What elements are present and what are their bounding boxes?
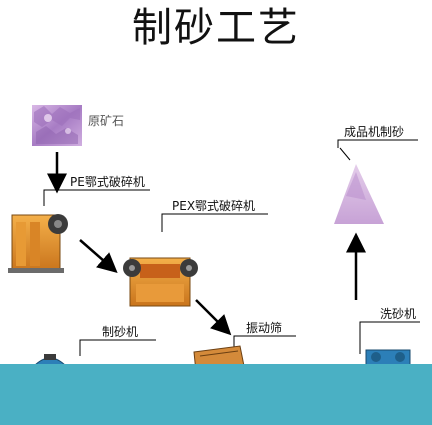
washer-label-line xyxy=(359,321,420,354)
sand-washer-label: 洗砂机 xyxy=(380,307,417,321)
sand-maker-label-line xyxy=(79,339,156,356)
sand-washer-image xyxy=(365,349,411,369)
sand-maker-label: 制砂机 xyxy=(102,325,139,339)
arrow-pe-to-pex xyxy=(79,239,118,273)
page-title: 制砂工艺 xyxy=(132,5,300,51)
pe-crusher-label: PE鄂式破碎机 xyxy=(70,175,145,189)
arrow-pex-to-screen xyxy=(195,299,232,336)
sand-label-line xyxy=(337,139,418,148)
pex-label-line xyxy=(161,213,268,232)
pe-label-line xyxy=(43,189,150,206)
ore-rock-image xyxy=(32,105,82,146)
fine-jaw-crusher-image xyxy=(123,257,198,307)
sand-pile-image xyxy=(334,164,384,224)
ore-label: 原矿石 xyxy=(88,114,125,128)
pex-crusher-label: PEX鄂式破碎机 xyxy=(172,199,256,213)
vibrating-screen-label: 振动筛 xyxy=(246,321,283,335)
jaw-crusher-image xyxy=(8,214,68,273)
bottom-band xyxy=(0,364,432,425)
finished-sand-label: 成品机制砂 xyxy=(344,125,405,139)
screen-label-line xyxy=(233,335,296,348)
